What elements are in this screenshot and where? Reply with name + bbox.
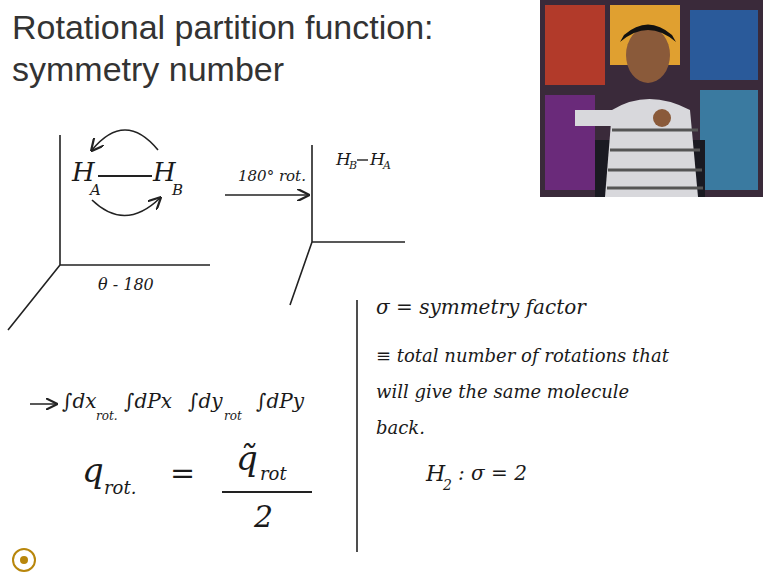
equals-sign: = xyxy=(170,456,195,489)
molecule-symbol: H xyxy=(426,462,445,486)
integral: ∫dx xyxy=(62,390,97,412)
rotation-note: 180° rot. xyxy=(238,168,306,185)
symbol: q̃ xyxy=(236,440,258,477)
video-inset xyxy=(540,0,763,197)
atom-symbol: H xyxy=(336,150,351,169)
integral: ∫dPx xyxy=(124,390,172,412)
symbol: q xyxy=(82,452,104,489)
integral: ∫dPy xyxy=(256,390,304,412)
slide-title: Rotational partition function: symmetry … xyxy=(12,6,512,90)
atom-subscript: A xyxy=(383,160,391,172)
atom-subscript: A xyxy=(90,182,101,199)
subscript: rot. xyxy=(96,410,118,423)
integral: ∫dy xyxy=(188,390,223,412)
subscript: rot xyxy=(224,410,242,423)
angle-note: θ - 180 xyxy=(98,276,154,294)
symmetry-value: : σ = 2 xyxy=(458,462,527,484)
molecule-subscript: 2 xyxy=(443,478,452,493)
definition-text: ≡ total number of rotations that will gi… xyxy=(376,338,676,446)
denominator: 2 xyxy=(254,500,273,533)
logo xyxy=(13,549,35,571)
subscript: rot xyxy=(260,464,287,484)
definition-text: σ = symmetry factor xyxy=(376,296,586,318)
atom-subscript: B xyxy=(349,160,357,172)
atom-symbol: H xyxy=(370,150,385,169)
subscript: rot. xyxy=(104,478,136,498)
atom-subscript: B xyxy=(172,182,183,199)
